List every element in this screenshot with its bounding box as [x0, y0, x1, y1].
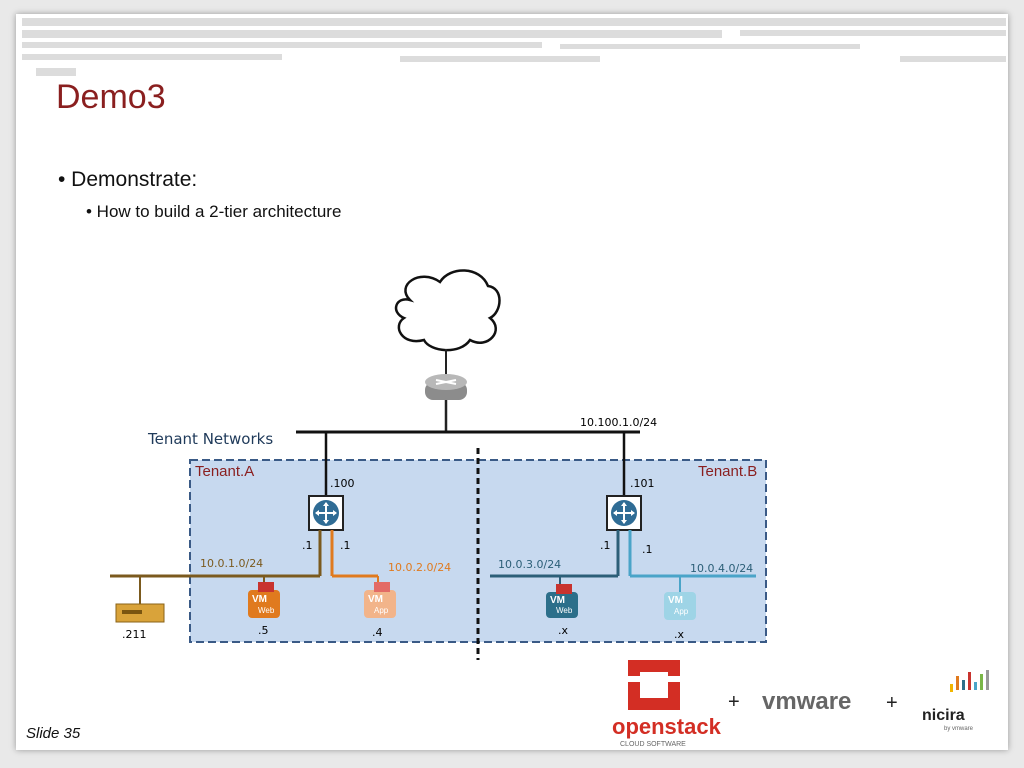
router-b-icon: [606, 495, 642, 531]
svg-text:VM: VM: [550, 595, 565, 606]
subnet-b2-label: 10.0.4.0/24: [690, 562, 753, 575]
svg-text:Web: Web: [556, 606, 573, 615]
vmware-logo: vmware: [762, 688, 851, 715]
server-ip: .211: [122, 628, 147, 641]
gw-a2-ip: .1: [340, 539, 351, 552]
svg-text:VM: VM: [252, 594, 267, 605]
app-a-ip: .4: [372, 626, 383, 639]
subnet-a1-label: 10.0.1.0/24: [200, 557, 263, 570]
vm-app-b-icon: VM App: [664, 592, 696, 620]
router-a-ip: .100: [330, 477, 355, 490]
gw-b2-ip: .1: [642, 543, 653, 556]
router-a-icon: [308, 495, 344, 531]
nicira-logo: nicira by vmware: [922, 670, 989, 732]
svg-text:VM: VM: [668, 595, 683, 606]
slide-title: Demo3: [56, 78, 166, 116]
vm-app-a-icon: VM App: [364, 582, 396, 618]
external-router-icon: [425, 374, 467, 400]
plus-sign: +: [728, 691, 740, 713]
tenant-a-label: Tenant.A: [195, 463, 254, 480]
svg-text:App: App: [674, 607, 689, 616]
svg-text:CLOUD SOFTWARE: CLOUD SOFTWARE: [620, 741, 686, 748]
web-a-ip: .5: [258, 624, 269, 637]
svg-text:App: App: [374, 606, 389, 615]
svg-text:VM: VM: [368, 594, 383, 605]
svg-text:by vmware: by vmware: [944, 726, 974, 732]
tenant-networks-label: Tenant Networks: [147, 430, 273, 448]
svg-text:Web: Web: [258, 606, 275, 615]
physical-server-icon: [115, 603, 165, 623]
app-b-ip: .x: [674, 628, 684, 641]
gw-a1-ip: .1: [302, 539, 313, 552]
vm-web-b-icon: VM Web: [546, 584, 578, 618]
router-b-ip: .101: [630, 477, 655, 490]
internet-cloud: [394, 269, 501, 352]
subnet-a2-label: 10.0.2.0/24: [388, 561, 451, 574]
bullet-demonstrate: • Demonstrate:: [58, 168, 198, 191]
subnet-b1-label: 10.0.3.0/24: [498, 558, 561, 571]
external-subnet-label: 10.100.1.0/24: [580, 416, 657, 429]
plus-sign-2: +: [886, 692, 898, 714]
svg-text:openstack: openstack: [612, 714, 722, 739]
sub-bullet-architecture: • How to build a 2-tier architecture: [86, 202, 342, 221]
tenant-b-label: Tenant.B: [698, 463, 757, 480]
vm-web-a-icon: VM Web: [248, 582, 280, 618]
header-pattern: [22, 18, 1006, 76]
svg-text:nicira: nicira: [922, 707, 965, 724]
slide-number: Slide 35: [26, 725, 81, 742]
web-b-ip: .x: [558, 624, 568, 637]
openstack-logo: openstack CLOUD SOFTWARE: [612, 660, 722, 748]
gw-b1-ip: .1: [600, 539, 611, 552]
